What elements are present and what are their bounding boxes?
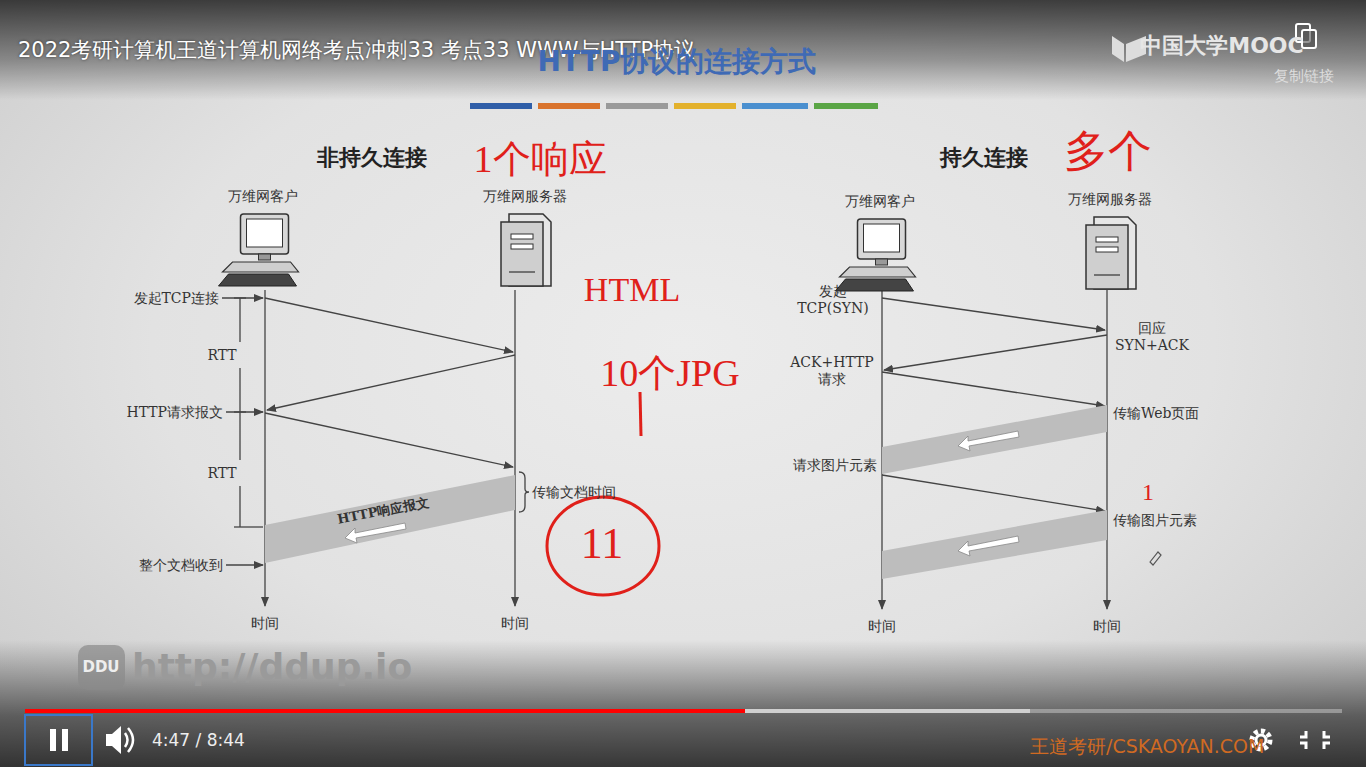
axis-label: 时间 <box>251 615 279 632</box>
slide-title: HTTP协议的连接方式 <box>538 45 817 79</box>
step-label: 请求图片元素 <box>793 457 877 474</box>
rtt-label: RTT <box>207 347 236 364</box>
handwritten-note: 多个 <box>1064 126 1152 179</box>
client-host: 万维网客户 <box>205 188 320 290</box>
server-host: 万维网服务器 <box>1050 191 1170 293</box>
handwritten-note: HTML <box>584 270 680 311</box>
handwritten-note: 11 <box>581 518 623 571</box>
color-bars <box>470 103 878 109</box>
logo-text: 中国大学MOOC <box>1140 33 1303 59</box>
step-label: 发起TCP连接 <box>134 290 219 307</box>
watermark-box <box>78 645 125 690</box>
axis-label: 时间 <box>1093 618 1121 635</box>
host-label: 万维网客户 <box>822 193 937 211</box>
server-host: 万维网服务器 <box>465 188 585 290</box>
pen-cursor <box>1150 552 1161 565</box>
response-band: HTTP响应报文 <box>265 475 515 565</box>
axis-label: 时间 <box>868 618 896 635</box>
watermark-url: http://ddup.io <box>132 645 412 688</box>
transfer-band <box>882 405 1107 579</box>
step-label: 回应 SYN+ACK <box>1110 320 1194 354</box>
handwritten-note: 10个JPG <box>600 351 739 397</box>
host-label: 万维网服务器 <box>1050 191 1170 209</box>
channel-watermark: 王道考研/CSKAOYAN.COM <box>1030 735 1264 758</box>
client-host: 万维网客户 <box>822 193 937 295</box>
step-label: HTTP请求报文 <box>126 404 223 421</box>
handwritten-note: 1 <box>1142 478 1154 507</box>
handwritten-note: 1个响应 <box>474 137 607 183</box>
player-controls <box>25 24 1342 765</box>
band-shape <box>265 475 515 565</box>
step-label: ACK+HTTP 请求 <box>787 354 877 388</box>
section-heading: 持久连接 <box>940 145 1028 171</box>
step-label: 传输图片元素 <box>1113 512 1197 529</box>
step-label: 整个文档收到 <box>139 557 223 574</box>
watermark-mark: DDU <box>82 658 119 676</box>
host-label: 万维网服务器 <box>465 188 585 206</box>
computer-icon <box>205 212 320 290</box>
time-display: 4:47 / 8:44 <box>152 730 245 750</box>
section-heading: 非持久连接 <box>317 145 427 171</box>
rtt-label: RTT <box>207 465 236 482</box>
computer-icon <box>822 217 937 295</box>
server-icon <box>465 212 585 290</box>
step-label: 传输文档时间 <box>532 484 616 501</box>
host-label: 万维网客户 <box>205 188 320 206</box>
step-label: 传输Web页面 <box>1113 405 1200 422</box>
axis-label: 时间 <box>501 615 529 632</box>
copy-link: 复制链接 <box>1274 67 1334 85</box>
server-icon <box>1050 215 1170 293</box>
